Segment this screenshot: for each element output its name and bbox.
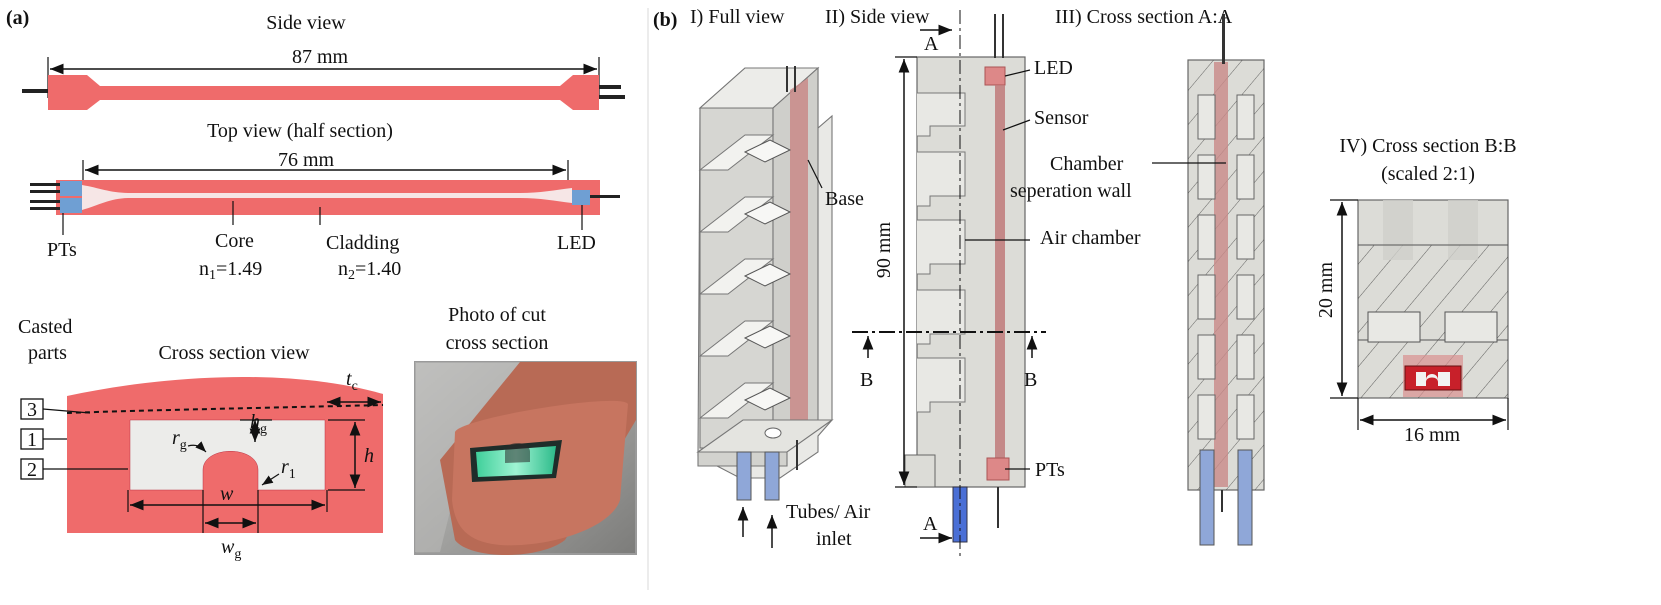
tubes-label-1: Tubes/ Air <box>786 501 871 523</box>
side-fiber-left <box>22 89 48 93</box>
tubes-label-2: inlet <box>816 528 852 550</box>
part-2: 2 <box>27 459 37 481</box>
view-1-title: I) Full view <box>690 6 785 28</box>
cross-section-bb: IV) Cross section B:B (scaled 2:1) 20 mm… <box>1315 135 1517 446</box>
cross-section-body <box>67 376 383 533</box>
height-20-label: 20 mm <box>1315 262 1337 319</box>
wall-label-1: Chamber <box>1050 153 1124 175</box>
top-view-title: Top view (half section) <box>207 120 393 142</box>
section-a-top: A <box>924 33 939 55</box>
section-a-bottom: A <box>923 513 938 535</box>
rg-symbol: rg <box>172 427 187 453</box>
panel-b-tag: (b) <box>653 9 677 31</box>
side-fiber-right-2 <box>599 95 625 99</box>
view-3-title: III) Cross section A:A <box>1055 6 1233 28</box>
top-view-core <box>82 185 572 210</box>
cross-section-cavity <box>129 419 326 491</box>
core-label: Core <box>215 230 254 252</box>
section-b-left: B <box>860 369 873 391</box>
pts-label: PTs <box>47 239 77 261</box>
casted-label: Casted <box>18 316 72 338</box>
cladding-index: n2=1.40 <box>338 258 401 283</box>
h-symbol: h <box>364 445 374 467</box>
view-2-title: II) Side view <box>825 6 930 28</box>
tc-symbol: tc <box>346 368 358 394</box>
height-90-label: 90 mm <box>873 222 895 279</box>
side-view: Side view 87 mm <box>22 12 625 110</box>
side-view-body <box>48 75 599 110</box>
top-view: Top view (half section) 76 mm PTs Core C… <box>30 120 620 283</box>
cross-section-title: Cross section view <box>158 342 310 364</box>
wall-label-2: seperation wall <box>1010 180 1132 202</box>
led-label: LED <box>557 232 596 254</box>
base-label: Base <box>825 188 864 210</box>
w-symbol: w <box>220 483 234 505</box>
sensor-label: Sensor <box>1034 107 1089 129</box>
side-view-title: Side view <box>266 12 346 34</box>
side-length-label: 87 mm <box>292 46 349 68</box>
led-element <box>572 190 590 205</box>
panel-a: (a) Side view 87 mm Top view (half secti… <box>6 7 637 562</box>
pt-sensor-1 <box>60 181 82 196</box>
part-1: 1 <box>27 429 37 451</box>
r1-symbol: r1 <box>281 456 296 482</box>
core-index: n1=1.49 <box>199 258 262 283</box>
panel-a-tag: (a) <box>6 7 29 29</box>
photo-title-1: Photo of cut <box>448 304 546 326</box>
side-view-b: 90 mm B B A A LED Sensor Air chamber PTs <box>852 10 1141 560</box>
cladding-label: Cladding <box>326 232 399 254</box>
parts-label: parts <box>28 342 67 364</box>
side-fiber-right-1 <box>599 85 621 89</box>
pt-sensor-2 <box>60 198 82 213</box>
bb-title-1: IV) Cross section B:B <box>1339 135 1516 157</box>
cross-section-aa: Chamber seperation wall <box>1010 14 1265 546</box>
pts-b-label: PTs <box>1035 459 1065 481</box>
cross-section-view: Cross section view tc hg rg r1 h <box>42 342 384 562</box>
width-16-label: 16 mm <box>1404 424 1461 446</box>
bb-title-2: (scaled 2:1) <box>1381 163 1475 185</box>
panel-b: (b) I) Full view II) Side view III) Cros… <box>653 6 1517 560</box>
casted-parts: Casted parts 3 1 2 <box>18 316 72 481</box>
full-view: Base Tubes/ Air inlet <box>696 66 871 550</box>
photo-panel: Photo of cut cross section <box>414 304 637 555</box>
wg-symbol: wg <box>221 536 241 562</box>
hg-symbol: hg <box>250 411 267 437</box>
top-length-label: 76 mm <box>278 149 335 171</box>
air-chamber-label: Air chamber <box>1040 227 1141 249</box>
part-3: 3 <box>27 399 37 421</box>
photo-title-2: cross section <box>446 332 549 354</box>
section-b-right: B <box>1024 369 1037 391</box>
led-b-label: LED <box>1034 57 1073 79</box>
